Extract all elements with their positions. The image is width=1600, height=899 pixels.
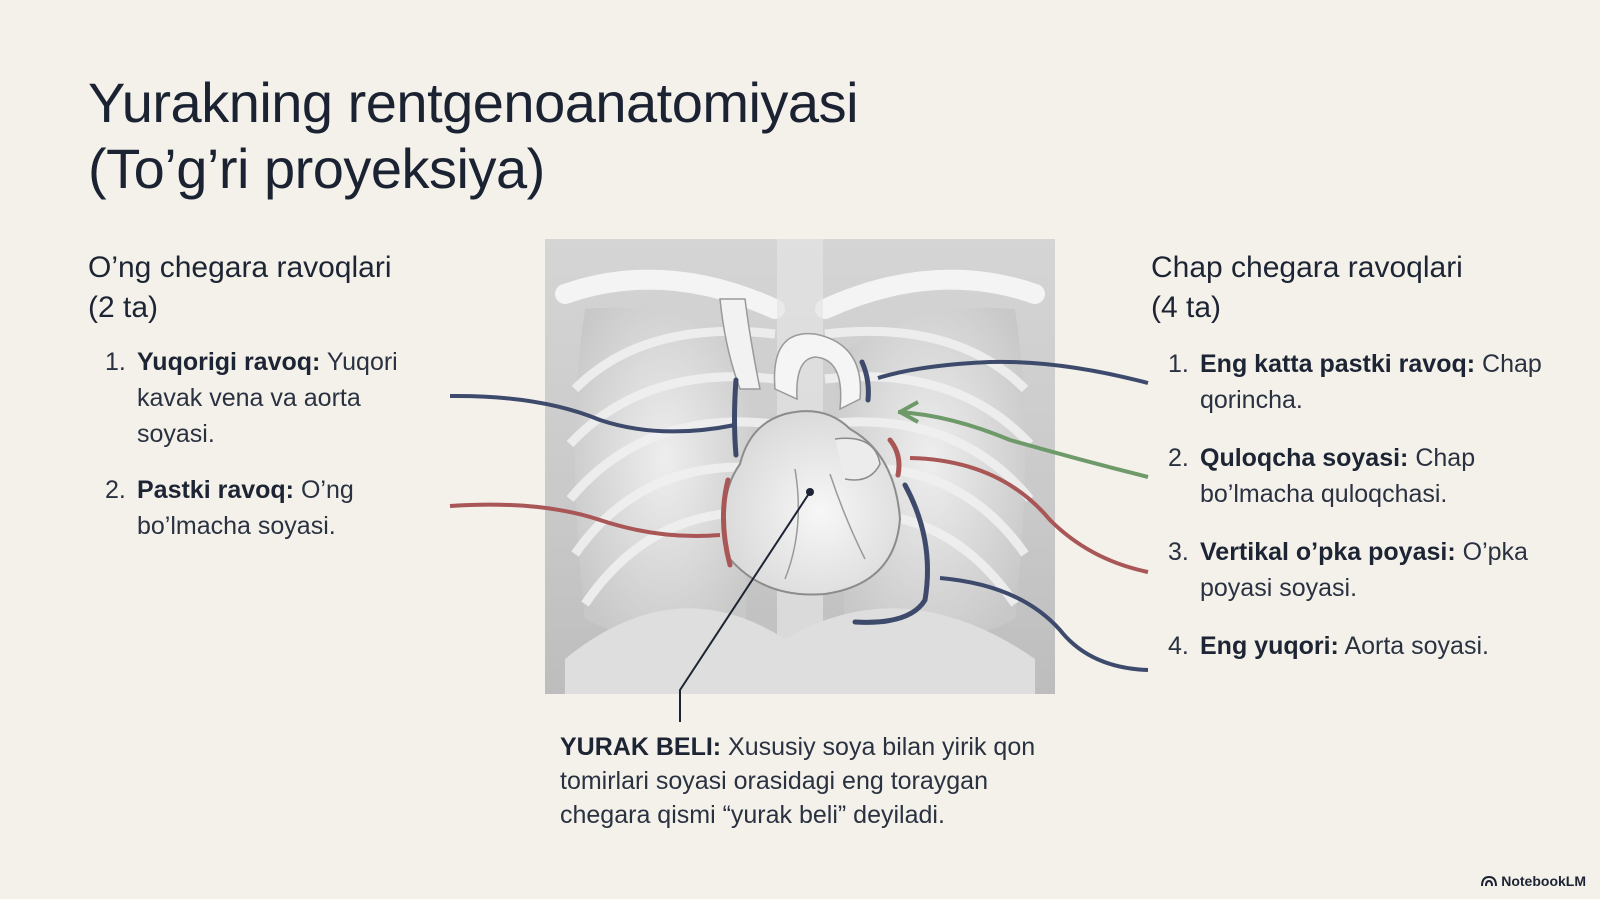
list-item: 1. Eng katta pastki ravoq: Chap qorincha…: [1168, 350, 1542, 414]
right-clavicle: [555, 269, 785, 319]
list-item: 1. Yuqorigi ravoq: Yuqori kavak vena va …: [105, 348, 398, 448]
chest-xray-illustration: [545, 239, 1055, 694]
right-heading-line-1: Chap chegara ravoqlari: [1151, 251, 1463, 284]
title-line-1: Yurakning rentgenoanatomiyasi: [88, 71, 859, 134]
notebooklm-logo-icon: [1481, 875, 1498, 887]
left-heading-line-2: (2 ta): [88, 291, 159, 324]
slide-title: Yurakning rentgenoanatomiyasi (To’g’ri p…: [88, 70, 1088, 202]
list-item: 4. Eng yuqori: Aorta soyasi.: [1168, 632, 1489, 660]
left-border-arcs-heading: Chap chegara ravoqlari (4 ta): [1151, 248, 1571, 328]
left-heading-line-1: O’ng chegara ravoqlari: [88, 251, 392, 284]
right-border-arcs-heading: O’ng chegara ravoqlari (2 ta): [88, 248, 468, 328]
left-clavicle: [815, 269, 1045, 319]
right-heading-line-2: (4 ta): [1151, 291, 1222, 324]
left-border-arcs-list: 1. Eng katta pastki ravoq: Chap qorincha…: [1168, 346, 1568, 684]
list-item: 2. Quloqcha soyasi: Chap bo’lmacha quloq…: [1168, 444, 1476, 508]
chest-xray-drawing: [555, 239, 1045, 694]
list-item: 2. Pastki ravoq: O’ng bo’lmacha soyasi.: [105, 476, 354, 540]
right-border-arcs-list: 1. Yuqorigi ravoq: Yuqori kavak vena va …: [105, 344, 445, 564]
superior-vena-cava: [719, 298, 761, 390]
notebooklm-watermark: NotebookLM: [1481, 873, 1586, 889]
left-atrial-appendage: [834, 437, 881, 481]
list-item: 3. Vertikal o’pka poyasi: O’pka poyasi s…: [1168, 538, 1528, 602]
cardiac-waist-note: YURAK BELI: Xususiy soya bilan yirik qon…: [560, 733, 1036, 829]
title-line-2: (To’g’ri proyeksiya): [88, 137, 545, 200]
